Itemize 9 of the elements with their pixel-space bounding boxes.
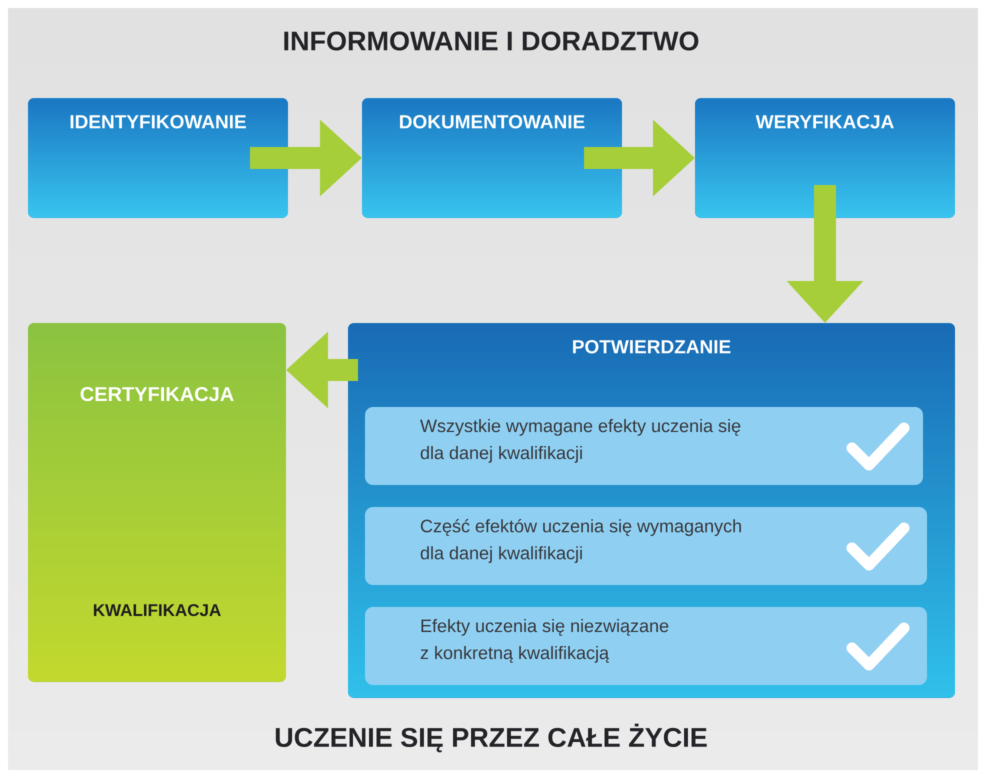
outcome-box: Część efektów uczenia się wymaganych dla danej kwalifikacji	[365, 507, 927, 585]
outcome-box: Efekty uczenia się niezwiązane z konkretną kwalifikacją	[365, 607, 927, 685]
title: INFORMOWANIE I DORADZTWO	[284, 31, 698, 51]
process-box: DOKUMENTOWANIE	[362, 98, 622, 218]
footer-title: UCZENIE SIĘ PRZEZ CAŁE ŻYCIE	[276, 724, 707, 752]
outcome-box: Wszystkie wymagane efekty uczenia się dla danej kwalifikacji	[365, 407, 923, 485]
process-box: IDENTYFIKOWANIE	[28, 98, 288, 218]
process-box: WERYFIKACJA	[695, 98, 955, 218]
process-box: CERTYFIKACJA KWALIFIKACJA	[28, 323, 286, 682]
